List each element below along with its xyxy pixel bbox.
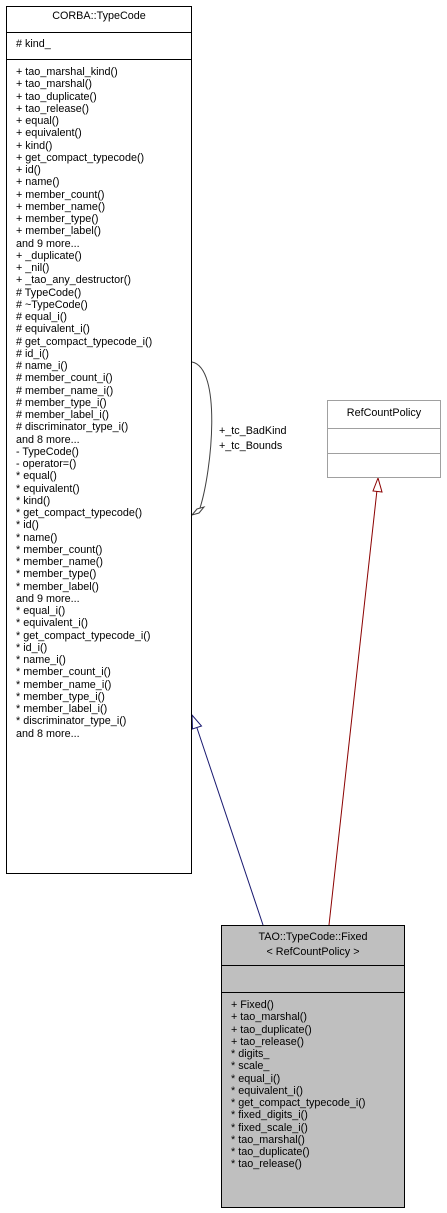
typecode-method: + _tao_any_destructor(): [16, 274, 131, 287]
fixed-class-title: TAO::TypeCode::Fixed < RefCountPolicy >: [222, 926, 404, 966]
typecode-method: * name_i(): [16, 654, 66, 666]
typecode-method: + name(): [16, 176, 60, 189]
typecode-method: # id_i(): [16, 347, 50, 360]
typecode-method: * member_name_i(): [16, 678, 112, 691]
fixed-method: + Fixed(): [231, 999, 274, 1011]
fixed-method: * tao_marshal(): [231, 1133, 305, 1146]
fixed-method: * tao_duplicate(): [231, 1146, 310, 1158]
typecode-method: + member_name(): [16, 200, 106, 213]
typecode-method: # member_type_i(): [16, 396, 107, 409]
typecode-method: * member_count_i(): [16, 666, 111, 679]
typecode-method: + tao_release(): [16, 102, 89, 115]
fixed-attributes-section: [222, 966, 404, 993]
typecode-method: # TypeCode(): [16, 286, 82, 299]
typecode-method: + member_count(): [16, 188, 105, 201]
self-association-diamond: [190, 506, 206, 516]
typecode-method: + _duplicate(): [16, 249, 82, 262]
typecode-method: * member_name(): [16, 556, 104, 568]
typecode-methods-section: + tao_marshal_kind()+ tao_marshal()+ tao…: [7, 60, 191, 740]
typecode-method: + member_type(): [16, 213, 99, 225]
fixed-method: * equivalent_i(): [231, 1084, 304, 1097]
typecode-method: * equivalent(): [16, 482, 80, 495]
typecode-method: * member_count(): [16, 543, 103, 556]
typecode-method: and 8 more...: [16, 433, 80, 446]
typecode-method: + tao_marshal_kind(): [16, 66, 118, 78]
typecode-method: * id_i(): [16, 641, 48, 654]
fixed-methods-section: + Fixed()+ tao_marshal()+ tao_duplicate(…: [222, 993, 404, 1171]
self-association-label-bounds: +_tc_Bounds: [219, 440, 283, 452]
typecode-method: # member_label_i(): [16, 409, 110, 421]
fixed-method: * fixed_digits_i(): [231, 1109, 308, 1122]
self-association-path: [191, 361, 213, 509]
typecode-method: * member_label(): [16, 580, 99, 593]
template-line-refcount: [328, 489, 378, 926]
fixed-method: * tao_release(): [231, 1158, 302, 1171]
fixed-method: * fixed_scale_i(): [231, 1121, 308, 1134]
inheritance-arrow-typecode: [191, 713, 203, 730]
refcountpolicy-class-box[interactable]: RefCountPolicy: [327, 400, 441, 478]
typecode-method: * equal(): [16, 470, 57, 483]
typecode-method: * get_compact_typecode_i(): [16, 629, 151, 642]
typecode-method: + equivalent(): [16, 127, 82, 140]
typecode-class-box[interactable]: CORBA::TypeCode # kind_ + tao_marshal_ki…: [6, 6, 192, 874]
refcountpolicy-attributes-section: [328, 429, 440, 454]
typecode-method: * member_label_i(): [16, 703, 108, 715]
typecode-method: # discriminator_type_i(): [16, 421, 129, 434]
fixed-method: + tao_release(): [231, 1035, 304, 1048]
typecode-method: * get_compact_typecode(): [16, 507, 143, 519]
typecode-method: * kind(): [16, 494, 51, 507]
inheritance-line-typecode: [196, 727, 264, 926]
self-association-label-badkind: +_tc_BadKind: [219, 425, 287, 437]
fixed-class-title-line2: < RefCountPolicy >: [266, 946, 360, 958]
typecode-method: + get_compact_typecode(): [16, 151, 145, 164]
typecode-method: * id(): [16, 519, 39, 532]
typecode-method: + _nil(): [16, 262, 50, 274]
fixed-class-title-line1: TAO::TypeCode::Fixed: [258, 931, 368, 943]
typecode-method: and 8 more...: [16, 727, 80, 740]
fixed-method: * scale_: [231, 1060, 270, 1073]
typecode-method: # equivalent_i(): [16, 323, 90, 336]
typecode-method: # get_compact_typecode_i(): [16, 335, 153, 348]
typecode-method: + member_label(): [16, 225, 101, 238]
typecode-method: # equal_i(): [16, 311, 68, 323]
typecode-method: and 9 more...: [16, 237, 80, 250]
refcountpolicy-methods-section: [328, 454, 440, 477]
typecode-method: + id(): [16, 164, 41, 176]
typecode-method: # member_name_i(): [16, 384, 114, 397]
typecode-method: * discriminator_type_i(): [16, 715, 127, 728]
typecode-method: * member_type_i(): [16, 690, 105, 703]
fixed-method: + tao_duplicate(): [231, 1023, 312, 1036]
typecode-method: + equal(): [16, 115, 59, 127]
refcountpolicy-class-title: RefCountPolicy: [328, 401, 440, 429]
fixed-method: * get_compact_typecode_i(): [231, 1097, 366, 1109]
typecode-method: - TypeCode(): [16, 445, 79, 458]
typecode-method: + tao_marshal(): [16, 78, 92, 91]
fixed-method: + tao_marshal(): [231, 1011, 307, 1024]
typecode-method: - operator=(): [16, 458, 77, 470]
typecode-method: * member_type(): [16, 568, 97, 581]
fixed-method: * equal_i(): [231, 1072, 281, 1085]
fixed-method: * digits_: [231, 1048, 270, 1060]
typecode-attributes-section: # kind_: [7, 33, 191, 60]
typecode-method: + kind(): [16, 139, 53, 152]
template-arrow-refcount: [372, 476, 383, 493]
fixed-class-box[interactable]: TAO::TypeCode::Fixed < RefCountPolicy > …: [221, 925, 405, 1208]
typecode-method: and 9 more...: [16, 592, 80, 605]
typecode-method: # ~TypeCode(): [16, 298, 88, 311]
typecode-method: * equivalent_i(): [16, 617, 89, 630]
typecode-class-title: CORBA::TypeCode: [7, 7, 191, 33]
typecode-method: * name(): [16, 531, 58, 544]
typecode-method: + tao_duplicate(): [16, 90, 97, 103]
typecode-attribute: # kind_: [16, 38, 51, 50]
typecode-method: # member_count_i(): [16, 372, 113, 385]
typecode-method: * equal_i(): [16, 605, 66, 617]
typecode-method: # name_i(): [16, 360, 68, 372]
